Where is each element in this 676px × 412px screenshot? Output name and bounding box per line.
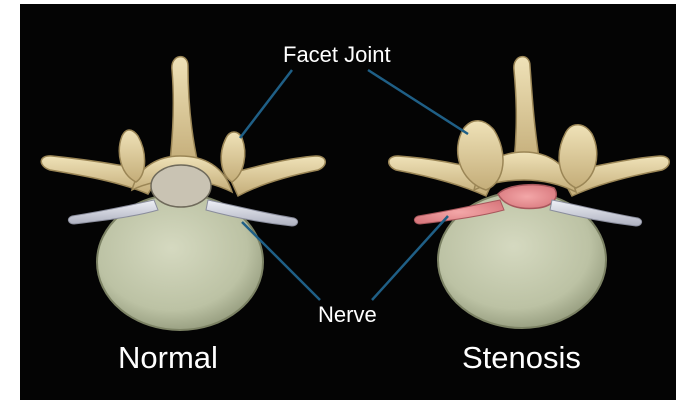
stenosis-caption: Stenosis: [462, 340, 581, 376]
leader-lines: [240, 70, 468, 300]
nerve-label: Nerve: [318, 302, 377, 328]
nerve-leader-right: [372, 216, 448, 300]
stenosis-spinous-process: [514, 57, 540, 164]
normal-vertebra-icon: [41, 57, 325, 330]
figure-panel: Facet Joint Nerve Normal Stenosis: [20, 4, 676, 400]
stenosis-vertebra-icon: [389, 57, 670, 328]
facet-joint-leader-left: [240, 70, 292, 138]
normal-caption: Normal: [118, 340, 218, 376]
facet-joint-label: Facet Joint: [283, 42, 391, 68]
normal-spinal-canal: [151, 165, 211, 207]
normal-spinous-process: [170, 57, 198, 164]
facet-joint-leader-right: [368, 70, 468, 134]
